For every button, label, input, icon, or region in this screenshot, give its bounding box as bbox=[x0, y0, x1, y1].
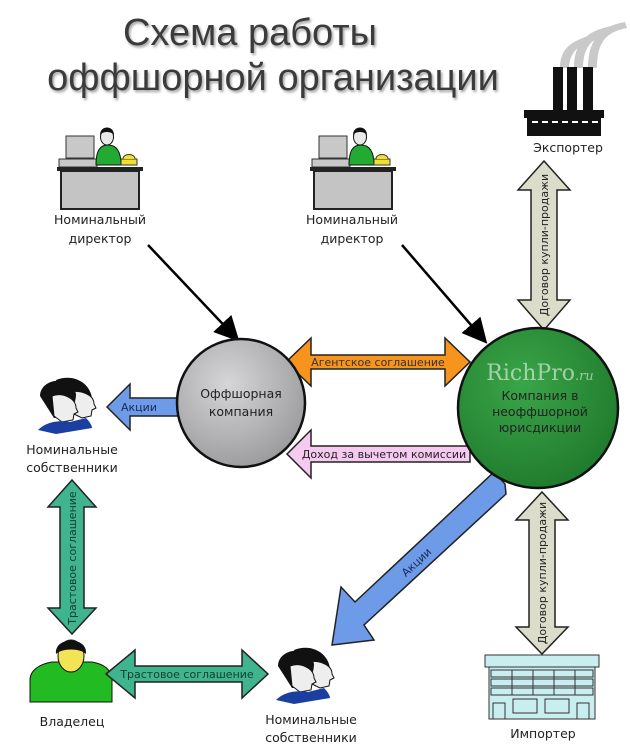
trust-arrow-horizontal: Трастовое соглашение bbox=[104, 648, 270, 700]
contract-bottom-label: Договор купли-продажи bbox=[536, 502, 549, 644]
contract-top-label: Договор купли-продажи bbox=[538, 174, 551, 316]
onshore-line-3: юрисдикции bbox=[499, 420, 582, 435]
director-right-line-2: директор bbox=[321, 231, 384, 246]
building-icon bbox=[484, 654, 600, 720]
shares-arrow-diagonal: Акции bbox=[331, 470, 507, 646]
onshore-line-2: неоффшорной bbox=[492, 404, 588, 419]
nominal-owners-bottom-icon bbox=[276, 647, 335, 704]
contract-arrow-top: Договор купли-продажи bbox=[516, 159, 572, 332]
factory-icon bbox=[524, 22, 627, 136]
owners-top-line-2: собственники bbox=[26, 460, 118, 475]
owner-label: Владелец bbox=[40, 714, 105, 729]
nominal-owners-top-icon bbox=[38, 377, 97, 434]
trust-arrow-vertical: Трастовое соглашение bbox=[46, 478, 98, 636]
watermark: RichPro.ru bbox=[486, 361, 593, 386]
nominal-director-left-icon bbox=[57, 127, 143, 210]
offshore-line-1: Оффшорная bbox=[200, 386, 282, 401]
director-right-connector bbox=[401, 244, 488, 344]
trust-horizontal-label: Трастовое соглашение bbox=[119, 668, 254, 681]
director-right-line-1: Номинальный bbox=[306, 212, 398, 227]
director-left-connector bbox=[147, 244, 240, 342]
director-left-line-1: Номинальный bbox=[54, 212, 146, 227]
title-line-1: Схема работы bbox=[123, 12, 377, 54]
onshore-line-1: Компания в bbox=[502, 388, 579, 403]
owners-bottom-line-2: собственники bbox=[265, 730, 357, 745]
title-line-2: оффшорной организации bbox=[47, 57, 499, 99]
shares-left-label: Акции bbox=[121, 401, 157, 414]
trust-vertical-label: Трастовое соглашение bbox=[66, 491, 79, 626]
income-label: Доход за вычетом комиссии bbox=[302, 448, 466, 461]
contract-arrow-bottom: Договор купли-продажи bbox=[514, 490, 570, 656]
importer-label: Импортер bbox=[510, 726, 576, 741]
agency-label: Агентское соглашение bbox=[311, 356, 445, 369]
offshore-line-2: компания bbox=[209, 404, 273, 419]
onshore-company-node: RichPro.ru Компания в неоффшорной юрисди… bbox=[456, 326, 620, 490]
owners-top-line-1: Номинальные bbox=[26, 442, 118, 457]
owner-icon bbox=[29, 639, 113, 703]
exporter-label: Экспортер bbox=[533, 140, 603, 155]
nominal-director-right-icon bbox=[310, 127, 396, 210]
agency-arrow: Агентское соглашение bbox=[284, 336, 472, 388]
director-left-line-2: директор bbox=[69, 231, 132, 246]
offshore-company-node: Оффшорная компания bbox=[175, 337, 307, 469]
owners-bottom-line-1: Номинальные bbox=[265, 712, 357, 727]
shares-arrow-left: Акции bbox=[105, 382, 183, 432]
diagram-title: Схема работы оффшорной организации bbox=[47, 12, 499, 99]
income-arrow: Доход за вычетом комиссии bbox=[285, 428, 471, 480]
